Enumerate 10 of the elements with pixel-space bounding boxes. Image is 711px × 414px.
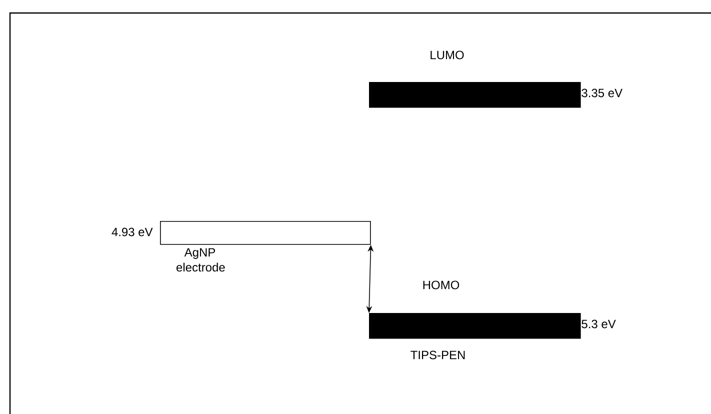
level-label: 3.35 eV	[582, 88, 622, 98]
level-label: TIPS-PEN	[410, 350, 465, 360]
energy-level-bar	[369, 82, 581, 108]
level-label: AgNP electrode	[176, 248, 225, 272]
level-label: 5.3 eV	[582, 320, 616, 328]
level-label: HOMO	[423, 280, 460, 290]
level-label: 4.93 eV	[112, 228, 153, 236]
energy-level-bar	[160, 221, 371, 245]
energy-level-bar	[369, 313, 581, 339]
level-label: LUMO	[430, 50, 464, 60]
